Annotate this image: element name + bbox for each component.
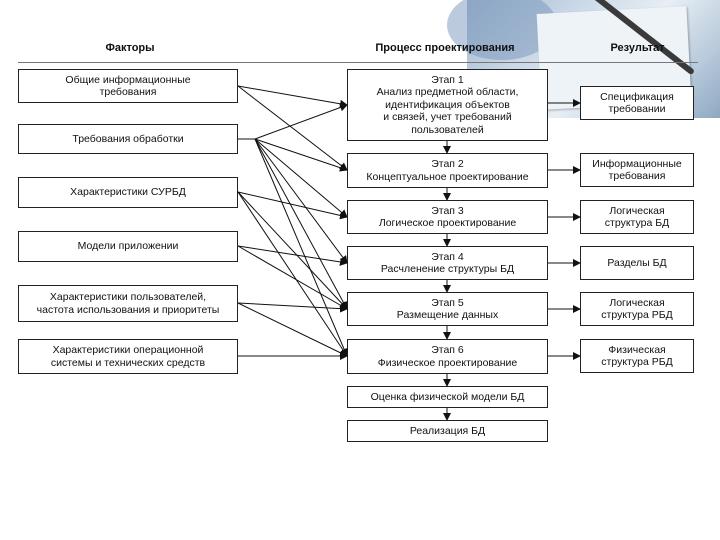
line-f5-s5 [237,302,348,313]
line-f4-s4 [237,245,348,266]
stage-4-title: Расчленение структуры БД [380,263,515,275]
stage-6-title: Физическое проектирование [377,356,518,369]
stage-box-5: Этап 5 Размещение данных [347,292,548,326]
arrow-f2-s1 [254,103,348,140]
header-process: Процесс проектирования [375,42,515,54]
line-f1-s2 [237,85,348,171]
stage-4-number: Этап 4 [431,250,464,263]
line-f2-s4 [254,138,348,264]
line-f3-s3 [237,191,348,220]
stage-box-4: Этап 4 Расчленение структуры БД [347,246,548,280]
line-f2-s3 [254,138,348,218]
stage-2-title: Концептуальное проектирование [366,170,529,183]
stage-box-1: Этап 1 Анализ предметной области, иденти… [347,69,548,141]
line-f4-s5 [237,245,348,310]
header-factors: Факторы [105,42,155,54]
line-f5-s6 [237,302,348,357]
stage-2-number: Этап 2 [431,158,464,171]
line-f2-s2 [254,138,348,172]
factor-box-2: Требования обработки [18,124,238,154]
line-f3-s5 [237,191,348,310]
stage-1-title: Анализ предметной области, идентификация… [376,86,519,136]
result-box-6: Физическая структура РБД [580,339,694,373]
factor-box-6: Характеристики операционной системы и те… [18,339,238,374]
stage-3-title: Логическое проектирование [378,217,517,229]
result-box-2: Информационные требования [580,153,694,187]
factor-box-3: Характеристики СУРБД [18,177,238,208]
factor-box-5: Характеристики пользователей, частота ис… [18,285,238,322]
line-f2-s6 [254,138,348,357]
factor-box-1: Общие информационные требования [18,69,238,103]
stage-box-6: Этап 6 Физическое проектирование [347,339,548,374]
arrow-f1-s1 [237,85,348,108]
line-f3-s6 [237,191,348,357]
stage-3-number: Этап 3 [431,204,464,217]
header-result: Результат [610,42,665,54]
factor-box-4: Модели приложении [18,231,238,262]
result-box-5: Логическая структура РБД [580,292,694,326]
line-f2-s5 [254,138,348,310]
stage-box-2: Этап 2 Концептуальное проектирование [347,153,548,188]
stage-5-number: Этап 5 [431,296,464,309]
stage-6-number: Этап 6 [431,344,464,357]
stage-1-number: Этап 1 [431,74,464,87]
stage-5-title: Размещение данных [396,309,499,321]
result-box-4: Разделы БД [580,246,694,280]
header-rule [18,62,698,63]
result-box-3: Логическая структура БД [580,200,694,234]
stage-box-3: Этап 3 Логическое проектирование [347,200,548,234]
